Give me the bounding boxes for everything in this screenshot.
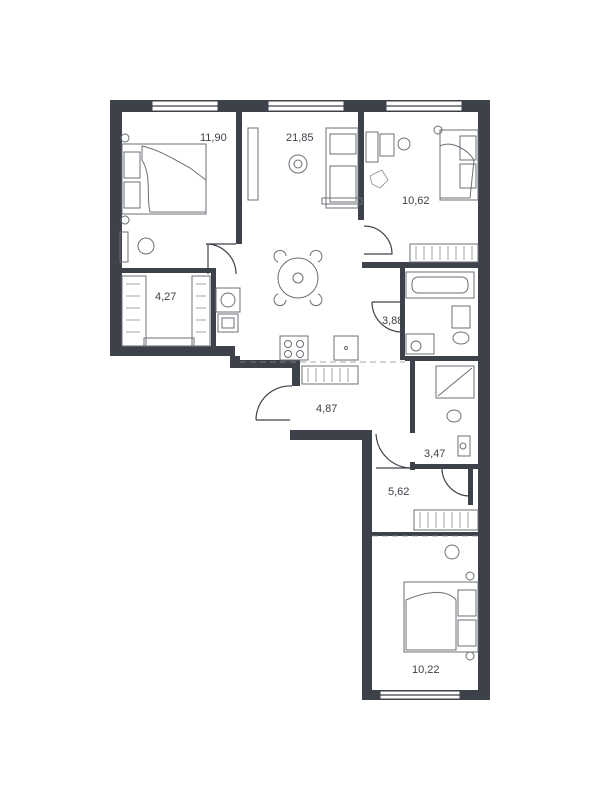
bedroom-1-shelf [119,231,129,263]
doors [205,225,471,497]
room-area-bedroom-2: 10,62 [402,195,430,207]
room-area-bedroom-1: 11,90 [200,132,227,144]
room-area-hallway: 4,87 [316,403,337,415]
bedroom-3-bed [403,571,479,661]
room-area-bathroom: 3,88 [382,315,403,327]
wardrobe-racks [121,275,211,347]
bedroom-3-chair [444,544,460,560]
toilet-fixtures [435,365,475,457]
interior-walls [122,112,478,536]
bedroom-1-chair [137,237,155,255]
room-area-bedroom-3: 10,22 [412,664,440,676]
bedroom-2-wardrobe [409,243,479,263]
hallway-wardrobe [301,365,359,385]
bedroom-2-desk [365,131,411,189]
dining-table [273,249,323,307]
room-area-toilet: 3,47 [424,448,445,460]
zone-boundaries [240,361,478,537]
room-area-wardrobe: 4,27 [155,291,176,303]
room-area-corridor: 5,62 [388,486,409,498]
windows [151,100,463,700]
living-furniture [247,127,363,209]
corridor-wardrobe [413,509,479,531]
exterior-walls [110,100,490,700]
bathroom-fixtures [405,271,475,355]
bedroom-1-bed [120,133,207,225]
room-labels: 11,90 21,85 10,62 4,27 3,88 4,87 3,47 5,… [155,132,445,676]
kitchen-units [279,335,359,361]
room-area-living-kitchen: 21,85 [286,132,314,144]
washer-nook [215,287,241,333]
bedroom-2-bed [433,125,479,201]
